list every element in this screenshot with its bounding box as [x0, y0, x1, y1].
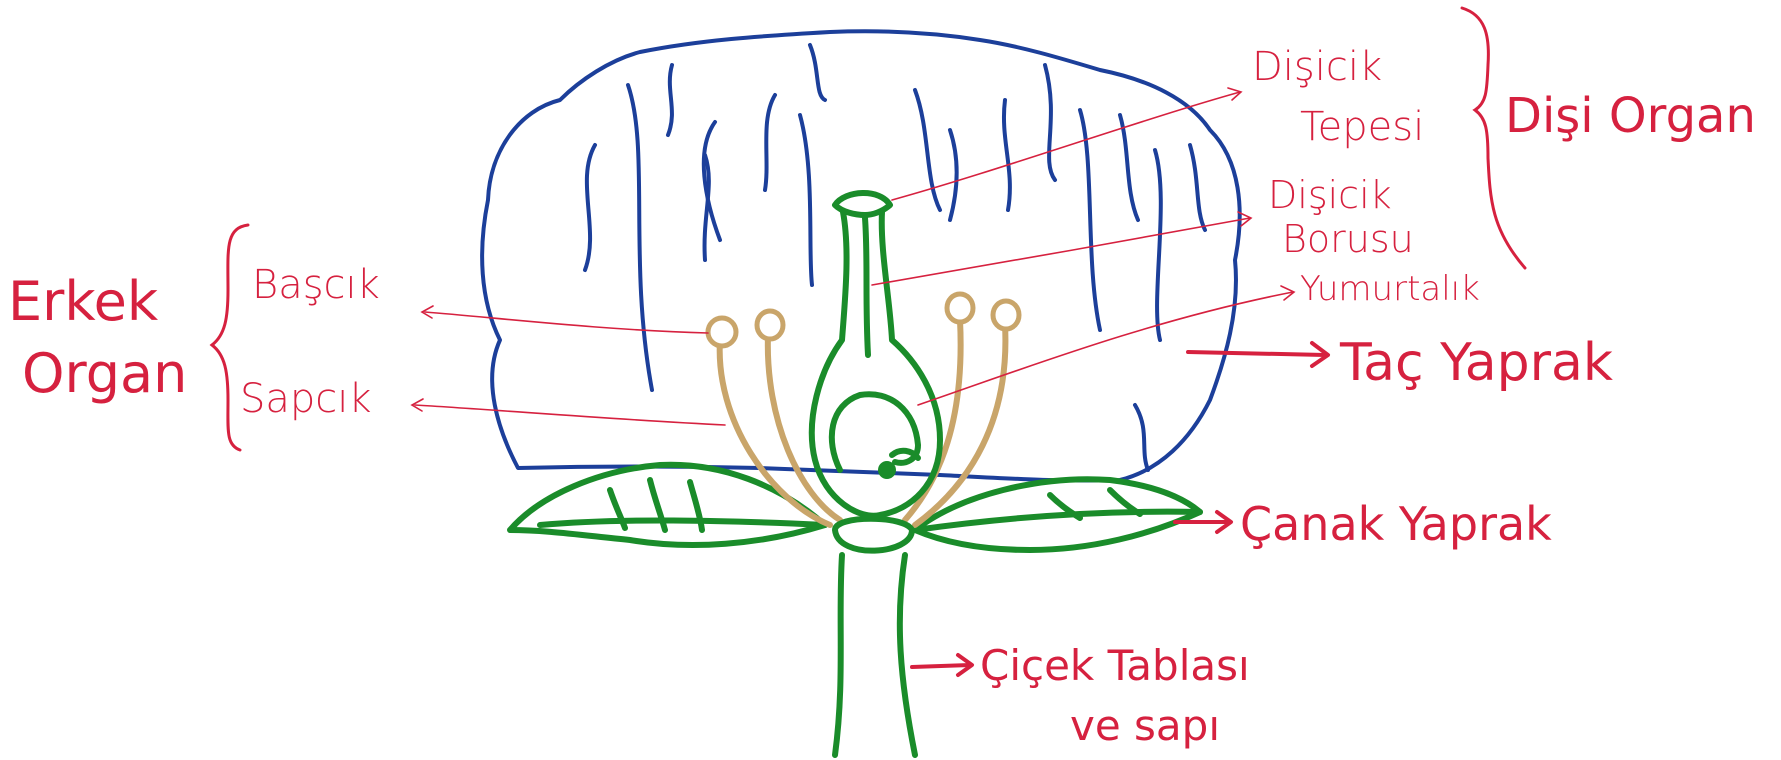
label-erkek-line1: Erkek: [8, 270, 159, 333]
petal-vein: [1045, 65, 1055, 180]
label-yumurtalik: Yumurtalık: [1300, 269, 1480, 309]
sepal-left-vein: [540, 520, 825, 525]
label-disicik-borusu-line2: Borusu: [1282, 217, 1414, 261]
pointer-disicik-borusu: [872, 218, 1250, 285]
label-disicik-tepesi-line1: Dişicik: [1252, 44, 1382, 90]
petal-outline: [482, 31, 1240, 480]
petal-vein: [1190, 145, 1205, 230]
petal-vein: [1120, 115, 1138, 220]
label-bascik: Başcık: [252, 262, 380, 308]
stem-right: [900, 555, 915, 755]
label-disi-organ: Dişi Organ: [1505, 88, 1756, 144]
petal-vein: [810, 45, 825, 100]
anther: [757, 311, 783, 339]
label-cicek-tablasi-line1: Çiçek Tablası: [980, 641, 1250, 690]
label-tac-yaprak: Taç Yaprak: [1339, 333, 1613, 393]
label-erkek-line2: Organ: [22, 342, 187, 405]
petal-vein: [585, 145, 595, 270]
label-disicik-borusu-line1: Dişicik: [1268, 173, 1392, 217]
pointer-disicik-tepesi: [892, 92, 1240, 200]
stem-left: [835, 555, 842, 755]
label-canak-yaprak: Çanak Yaprak: [1240, 497, 1552, 551]
petal-vein: [1135, 405, 1148, 470]
label-cicek-tablasi-line2: ve sapı: [1070, 701, 1220, 750]
ovule-dot: [881, 464, 893, 476]
pointer-sapcik: [415, 405, 725, 425]
pointer-bascik: [425, 312, 708, 333]
pointer-lines: [412, 88, 1294, 425]
petal-vein: [668, 65, 672, 135]
anther: [708, 318, 736, 346]
petal-group: [482, 31, 1240, 480]
petal-vein: [628, 85, 652, 390]
label-disicik-tepesi-line2: Tepesi: [1300, 104, 1424, 150]
petal-vein: [1155, 150, 1161, 340]
petal-vein: [800, 115, 812, 285]
label-sapcik: Sapcık: [240, 376, 372, 422]
petal-vein: [1004, 100, 1010, 210]
sepal-group: [510, 465, 1200, 550]
anther: [947, 294, 973, 322]
petal-vein: [950, 130, 957, 220]
petal-vein: [1080, 110, 1100, 330]
stamen-group: [720, 320, 1006, 525]
arrow-cicek-tablasi: [912, 665, 970, 667]
anther: [993, 301, 1019, 329]
sepal-left: [510, 465, 825, 545]
ovule: [892, 451, 918, 458]
arrow-tac-yaprak: [1188, 352, 1325, 355]
anther-group: [708, 294, 1019, 346]
ovary-inner: [832, 394, 918, 470]
petal-vein: [765, 95, 775, 190]
receptacle: [835, 519, 912, 551]
style-channel: [865, 218, 868, 355]
